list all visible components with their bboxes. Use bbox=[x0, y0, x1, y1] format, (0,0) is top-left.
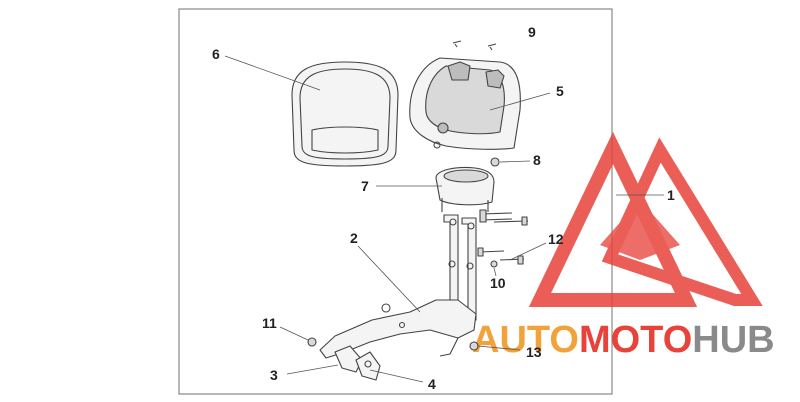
callout-13: 13 bbox=[526, 344, 542, 360]
part-washer-13 bbox=[469, 341, 479, 351]
callout-10: 10 bbox=[490, 275, 506, 291]
watermark-logo bbox=[528, 131, 763, 307]
callout-6: 6 bbox=[212, 46, 220, 62]
part-nut-11 bbox=[307, 337, 317, 347]
part-backrest-shell bbox=[409, 57, 521, 150]
callout-1: 1 bbox=[667, 187, 675, 203]
callout-4: 4 bbox=[428, 376, 436, 392]
callout-11: 11 bbox=[262, 315, 277, 331]
part-nut-8 bbox=[490, 157, 500, 167]
watermark-word-auto: AUTO bbox=[472, 319, 579, 361]
watermark-text: AUTOMOTOHUB bbox=[472, 319, 775, 361]
leader-lines bbox=[224, 55, 664, 383]
part-mounting-collar bbox=[435, 166, 495, 212]
callout-5: 5 bbox=[556, 83, 564, 99]
part-backrest-pad bbox=[291, 61, 399, 167]
part-clamp-4 bbox=[355, 351, 381, 381]
callout-8: 8 bbox=[533, 152, 541, 168]
callout-2: 2 bbox=[350, 230, 358, 246]
part-bracket bbox=[319, 214, 477, 359]
diagram-frame bbox=[178, 8, 613, 395]
part-screws-9 bbox=[452, 40, 497, 51]
watermark-word-moto: MOTO bbox=[579, 319, 692, 361]
callout-9: 9 bbox=[528, 24, 536, 40]
watermark-word-hub: HUB bbox=[692, 319, 774, 361]
callout-12: 12 bbox=[548, 231, 564, 247]
callout-7: 7 bbox=[361, 178, 369, 194]
callout-3: 3 bbox=[270, 367, 278, 383]
part-bolts bbox=[477, 209, 529, 268]
